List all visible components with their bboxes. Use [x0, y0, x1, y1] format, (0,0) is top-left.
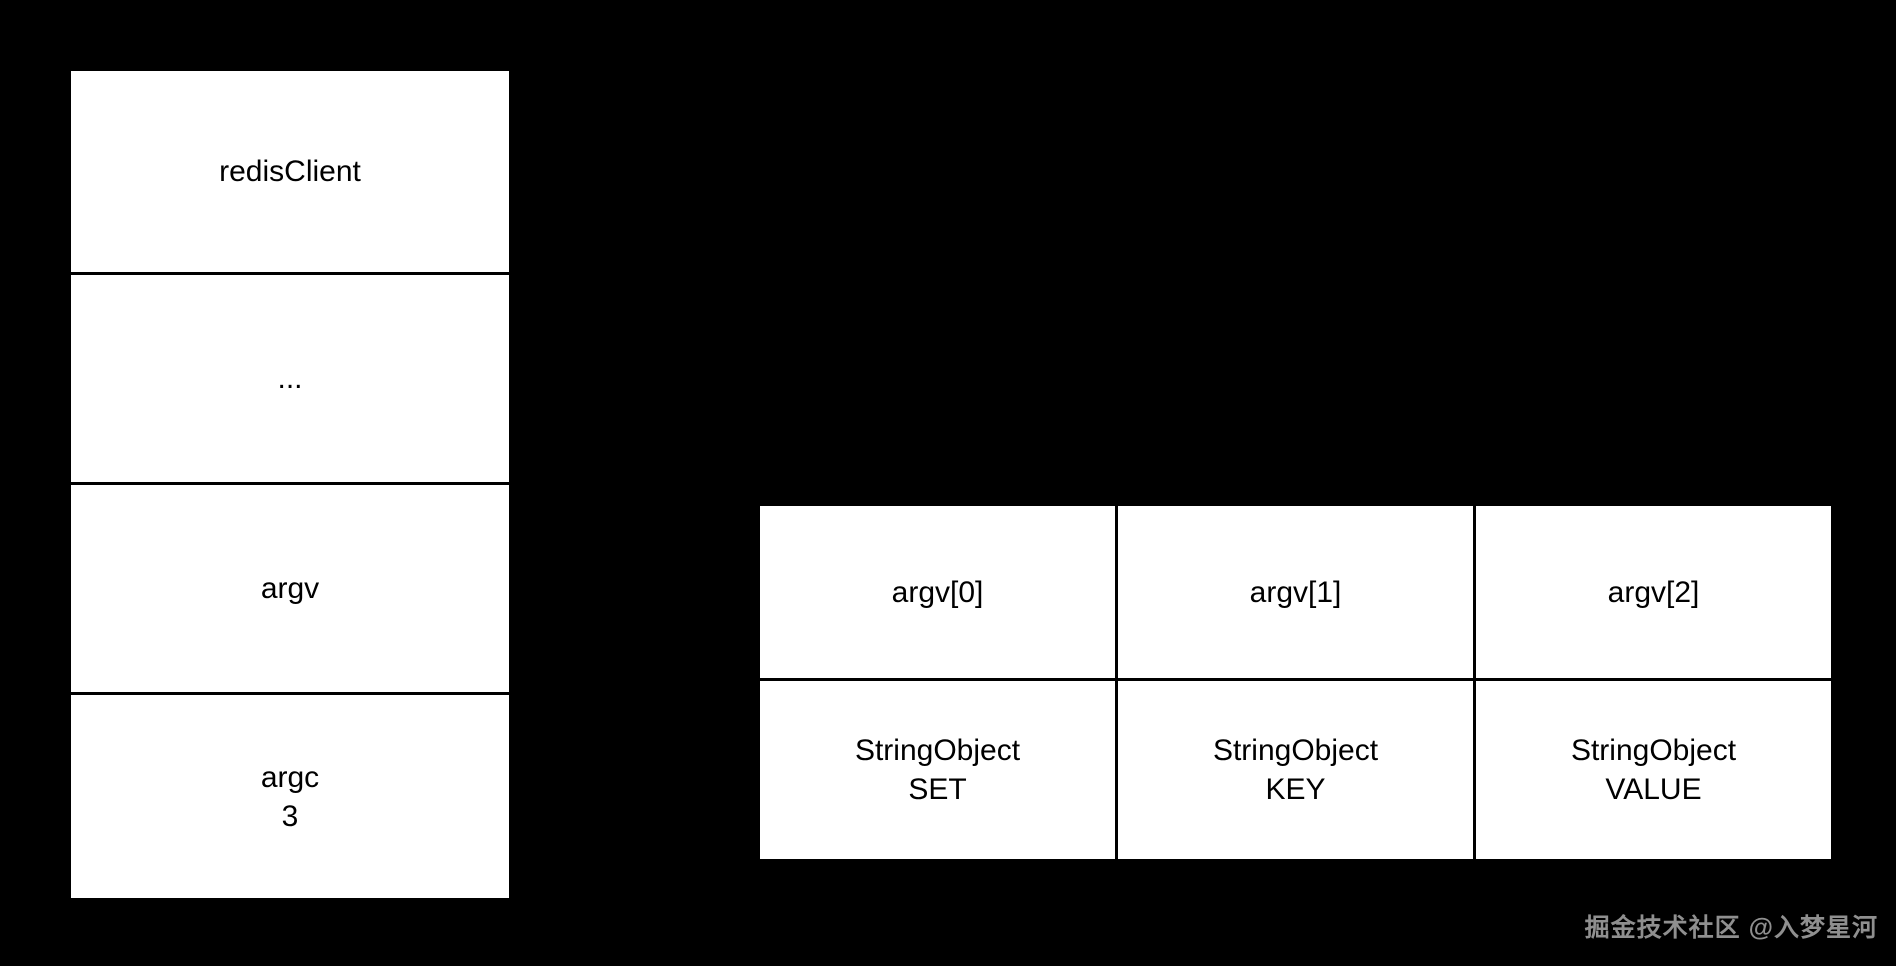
argv-index-cell-0: argv[0]	[757, 503, 1118, 681]
argv-object-cell-0: StringObject SET	[757, 678, 1118, 862]
struct-cell-redis-client: redisClient	[68, 68, 512, 275]
argv-index-label-0: argv[0]	[891, 575, 984, 609]
argv-object-value-1: KEY	[1265, 773, 1326, 806]
struct-cell-ellipsis-label: ...	[277, 362, 303, 395]
argv-object-type-0: StringObject	[854, 734, 1021, 767]
struct-cell-redis-client-label: redisClient	[219, 155, 361, 188]
redis-client-struct: redisClient ... argv argc 3	[68, 68, 512, 901]
argv-object-cell-2: StringObject VALUE	[1473, 678, 1834, 862]
struct-cell-argc: argc 3	[68, 692, 512, 901]
struct-cell-argc-label: argc	[260, 760, 320, 794]
struct-cell-argc-value: 3	[281, 799, 299, 833]
argv-object-value-0: SET	[908, 773, 967, 806]
watermark-text: 掘金技术社区 @入梦星河	[1584, 914, 1878, 942]
argv-object-cell-1: StringObject KEY	[1115, 678, 1476, 862]
argv-object-value-2: VALUE	[1605, 773, 1702, 806]
argv-index-label-2: argv[2]	[1607, 575, 1700, 609]
struct-cell-ellipsis: ...	[68, 272, 512, 485]
argv-index-cell-2: argv[2]	[1473, 503, 1834, 681]
argv-index-cell-1: argv[1]	[1115, 503, 1476, 681]
argv-object-type-1: StringObject	[1212, 734, 1379, 767]
argv-object-type-2: StringObject	[1570, 734, 1737, 767]
struct-cell-argv: argv	[68, 482, 512, 695]
struct-cell-argv-label: argv	[260, 572, 320, 605]
argv-array-table: argv[0] argv[1] argv[2] StringObject SET…	[757, 503, 1834, 862]
argv-index-label-1: argv[1]	[1249, 575, 1342, 609]
